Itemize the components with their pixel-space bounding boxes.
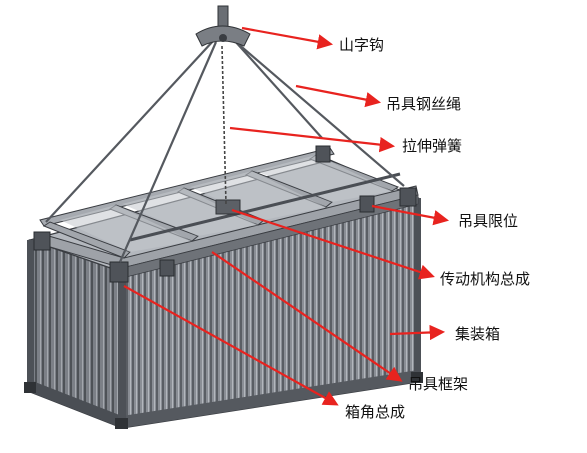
frame-panel	[122, 188, 258, 236]
container-bottom-end-rail	[30, 380, 122, 428]
arrow-drive	[231, 208, 435, 280]
wire-rope	[235, 41, 405, 187]
label-drive: 传动机构总成	[440, 270, 531, 288]
limiter-block	[159, 259, 175, 277]
corner-casting	[411, 372, 423, 383]
limiter-block	[315, 145, 331, 163]
limiter-block	[33, 231, 51, 251]
spreader-frame	[33, 145, 419, 283]
hook	[195, 5, 251, 47]
wire-rope	[233, 39, 323, 139]
limiter-block	[359, 195, 375, 213]
arrow-frame	[211, 251, 403, 382]
limiter-block	[399, 187, 417, 207]
corner-post	[414, 198, 421, 382]
label-frame: 吊具框架	[408, 375, 469, 393]
label-container: 集装箱	[455, 325, 501, 343]
arrow-limiter	[371, 204, 450, 226]
arrow-hook	[241, 26, 334, 50]
label-limiter: 吊具限位	[458, 212, 519, 230]
corner-post	[27, 240, 34, 392]
label-wire-rope: 吊具钢丝绳	[386, 95, 462, 113]
tension-spring	[221, 45, 227, 205]
arrow-corner	[123, 285, 339, 406]
frame-panel	[256, 155, 392, 202]
arrow-wire-rope	[295, 84, 382, 108]
drive-shaft	[129, 172, 401, 242]
frame-panel	[190, 171, 326, 220]
corner-casting	[24, 382, 36, 393]
frame-panel	[60, 205, 192, 252]
wire-rope	[118, 41, 218, 263]
hook-pin	[219, 34, 227, 42]
label-corner: 箱角总成	[345, 403, 406, 421]
label-spring: 拉伸弹簧	[402, 137, 463, 155]
callout-arrows	[123, 26, 450, 406]
container-bottom-rail	[122, 370, 418, 428]
limiter-block	[109, 261, 129, 283]
label-hook: 山字钩	[339, 36, 385, 54]
corner-post	[118, 272, 126, 428]
wire-ropes	[45, 39, 405, 263]
arrow-spring	[229, 126, 396, 153]
corner-casting	[115, 418, 128, 429]
arrow-container	[389, 324, 446, 341]
wire-rope	[45, 39, 215, 223]
